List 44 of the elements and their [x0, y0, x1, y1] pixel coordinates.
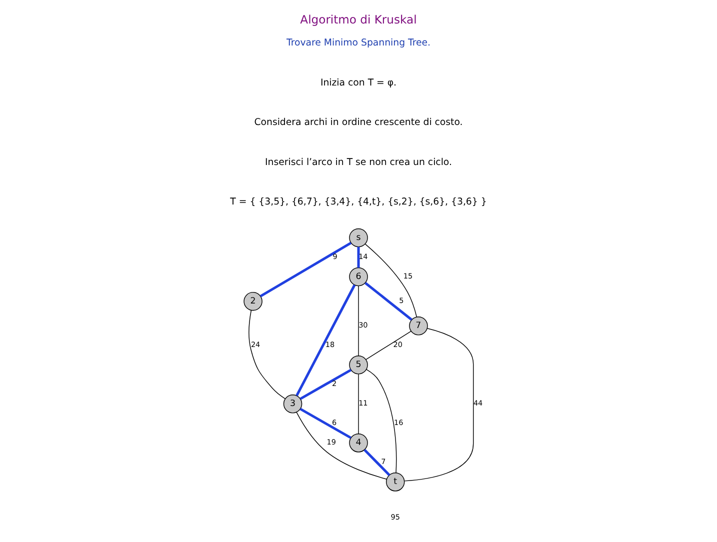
- edge-label: 30: [358, 320, 368, 330]
- connector: [404, 328, 474, 482]
- edge-label: 19: [326, 438, 336, 447]
- node-circle: 4: [349, 434, 368, 452]
- node-circle: 6: [349, 267, 368, 286]
- edge-label: 2: [332, 379, 337, 388]
- edge-label: 11: [358, 398, 368, 408]
- edge-label: 7: [381, 457, 386, 466]
- label: Considera archi in ordine crescente di costo.: [254, 117, 463, 128]
- edge-label: 15: [403, 272, 413, 281]
- connector: [357, 246, 360, 268]
- edge-label: 5: [399, 296, 404, 306]
- node-circle: s: [349, 228, 368, 248]
- connector: [364, 448, 390, 476]
- label: Trovare Minimo Spanning Tree.: [286, 38, 431, 49]
- connector: [300, 368, 352, 400]
- connector: [358, 374, 359, 434]
- connector: [364, 282, 412, 321]
- node-circle: 2: [244, 292, 262, 311]
- node-circle: 5: [349, 356, 368, 374]
- node-circle: 7: [409, 316, 428, 336]
- connector: [248, 310, 286, 400]
- node-circle: t: [386, 472, 405, 492]
- label: T = { {3,5}, {6,7}, {3,4}, {4,t}, {s,2}, {s,6}, {3,6} }: [230, 196, 487, 208]
- connector: [358, 285, 359, 356]
- connector: [364, 244, 418, 318]
- edge-label: 16: [394, 418, 404, 428]
- connector: [260, 242, 352, 298]
- connector: [366, 330, 412, 360]
- edge-label: 18: [325, 340, 335, 350]
- label: Inserisci l’arco in T se non crea un ciclo.: [265, 156, 452, 168]
- edge-label: 9: [332, 252, 338, 262]
- label: 95: [390, 512, 400, 522]
- connector: [296, 284, 356, 396]
- edge-label: 24: [250, 340, 260, 350]
- edge-label: 20: [393, 340, 402, 350]
- connector: [300, 408, 352, 439]
- connector: [366, 369, 397, 474]
- diagram-title: Algoritmo di Kruskal: [300, 12, 417, 26]
- edge-label: 44: [473, 398, 483, 408]
- node-circle: 3: [283, 394, 302, 414]
- connector: [296, 412, 387, 480]
- edge-label: 6: [332, 418, 337, 428]
- label: Inizia con T = φ.: [320, 77, 397, 88]
